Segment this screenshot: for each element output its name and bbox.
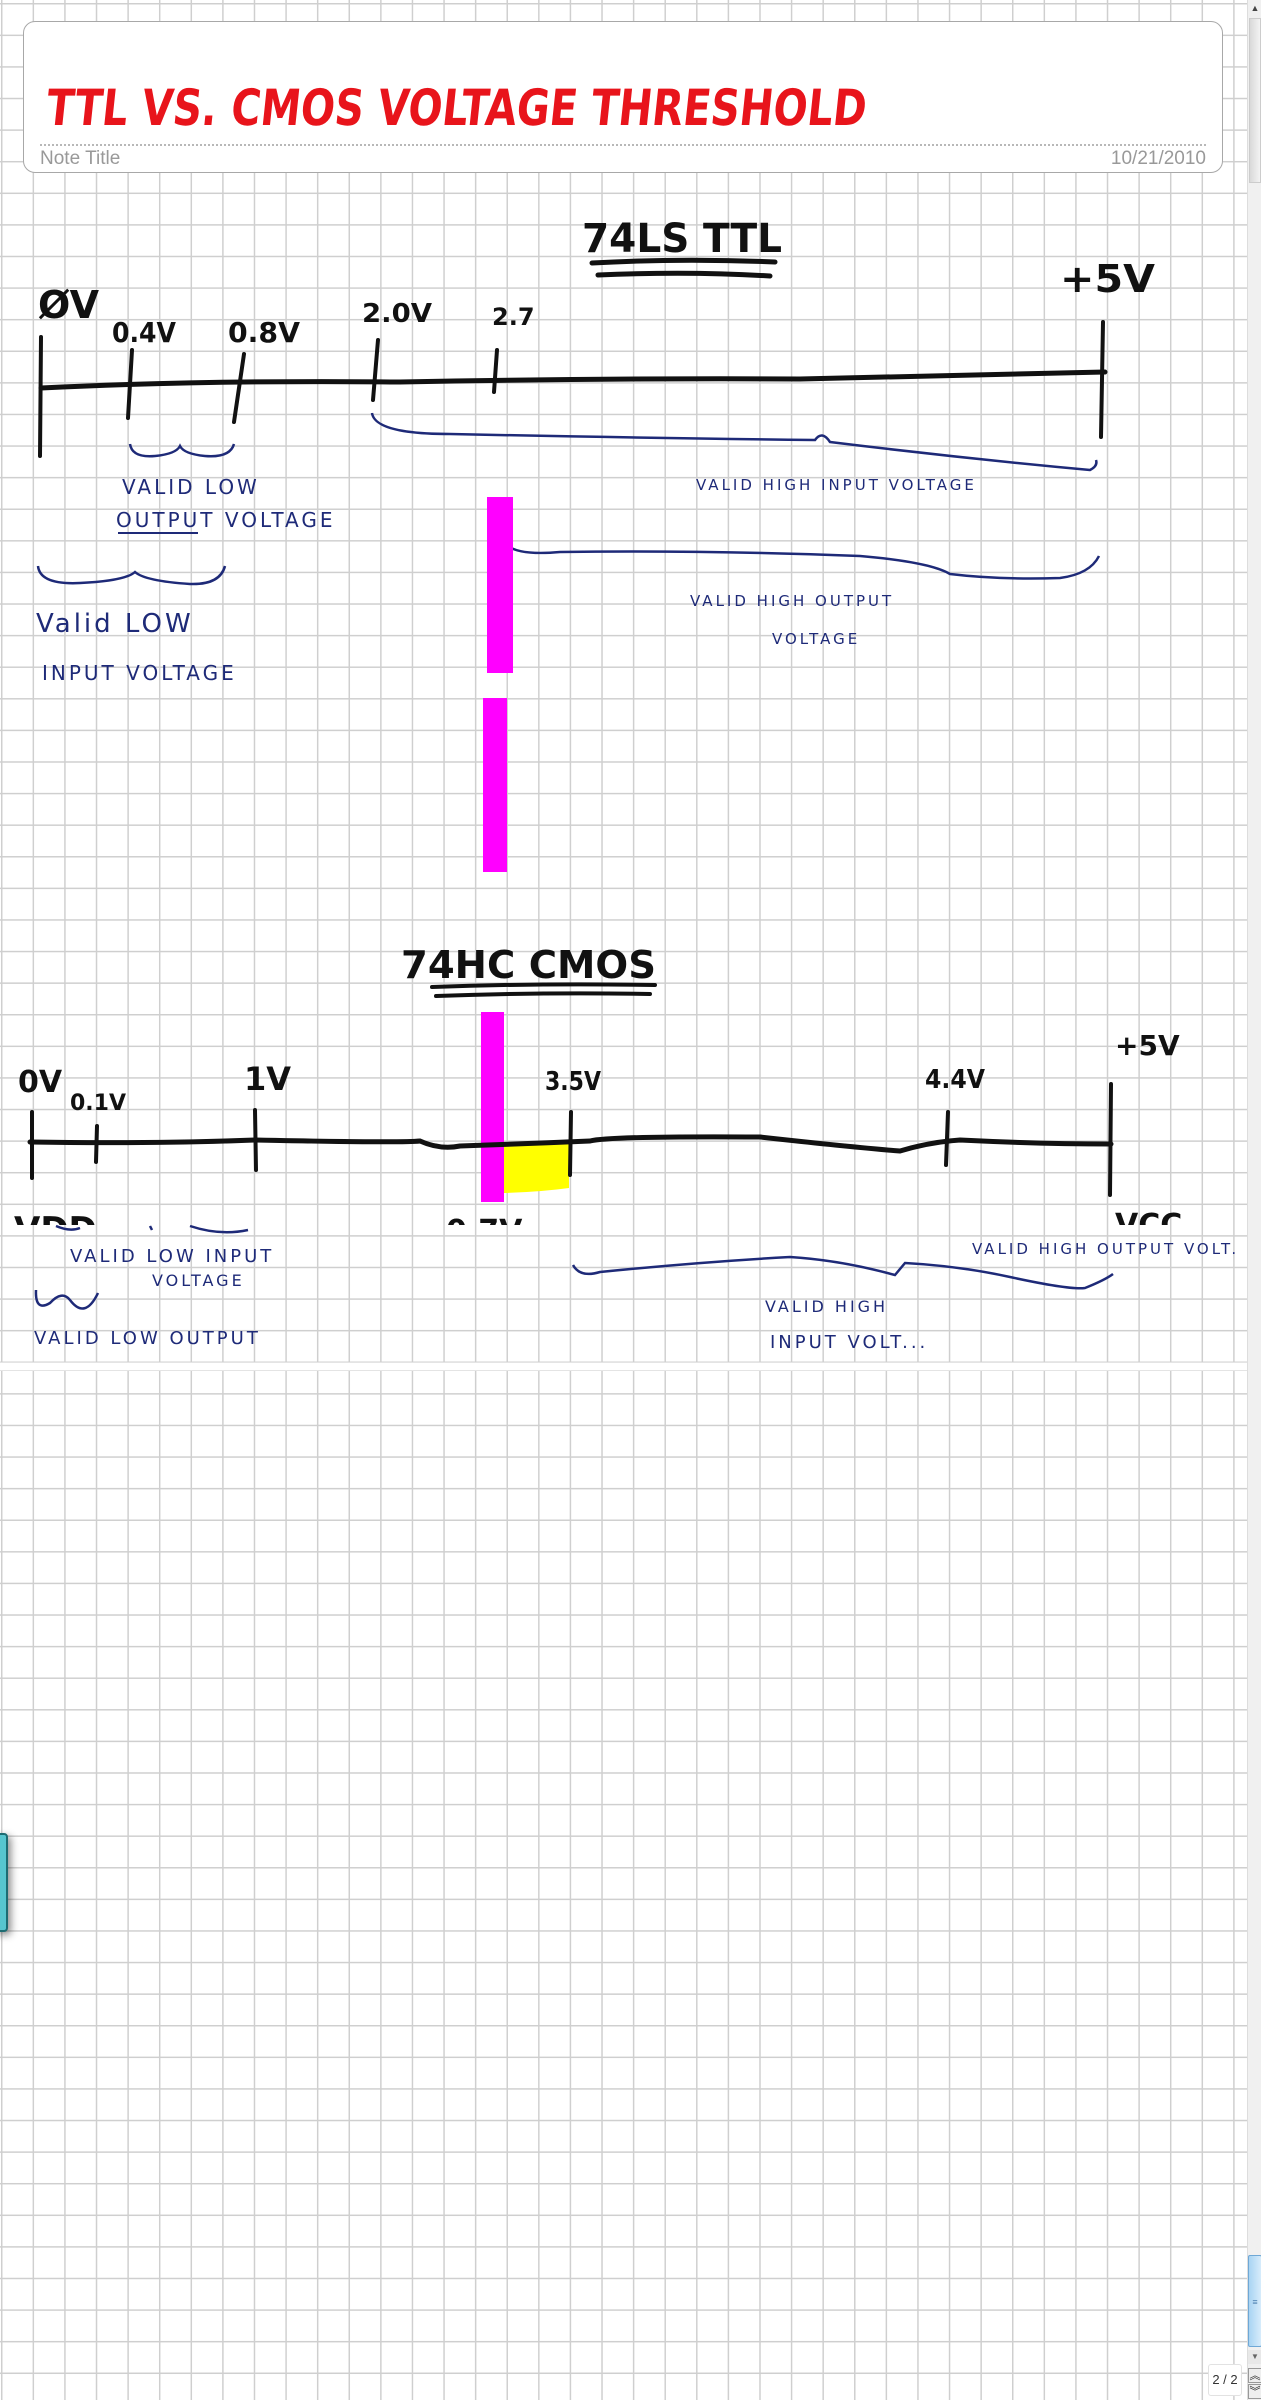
ttl-label-0.4v: 0.4V [112, 316, 176, 349]
cmos-label-0.1v: 0.1V [70, 1091, 126, 1116]
brace-high-input [571, 1255, 1114, 1290]
cmos-label-vdd: VDD [14, 1210, 97, 1250]
cmos-label-1v: 1V [244, 1060, 291, 1098]
brace-low-output [128, 443, 236, 458]
cmos-clipped-labels: VDD 0.7V VCC [14, 1208, 1182, 1250]
ttl-note-low-output-1: VALID LOW [122, 475, 260, 499]
ttl-note-high-output-1: VALID HIGH OUTPUT [690, 592, 894, 610]
cmos-note-high-input-1: VALID HIGH [765, 1297, 888, 1316]
tick-0.1v [94, 1124, 99, 1164]
tick-5v [1099, 320, 1105, 439]
brace-low-input [36, 565, 227, 586]
note-title-placeholder[interactable]: Note Title [40, 148, 121, 169]
ttl-heading: 74LS TTL [582, 216, 782, 262]
cmos-heading: 74HC CMOS [401, 943, 656, 987]
yellow-highlight [504, 1144, 569, 1193]
page-break [0, 1362, 1247, 1371]
cmos-ticks [30, 1082, 1113, 1197]
brace-low-output [34, 1289, 100, 1310]
brace-high-output [504, 542, 1101, 580]
cmos-label-vcc: VCC [1115, 1208, 1182, 1243]
cmos-label-5v: +5V [1115, 1029, 1180, 1062]
ttl-label-5v: +5V [1060, 257, 1156, 301]
brace-low-input [55, 1224, 249, 1234]
tick-5v [1108, 1082, 1113, 1197]
ttl-ticks [38, 320, 1105, 458]
cmos-label-0v: 0V [18, 1065, 63, 1100]
cmos-label-4.4v: 4.4V [925, 1065, 985, 1095]
scroll-down-arrow-icon[interactable]: ▼ [1248, 2350, 1261, 2364]
cmos-heading-underline [430, 982, 657, 998]
magenta-highlight-2 [483, 698, 507, 872]
scroll-up-arrow-icon[interactable]: ▲ [1250, 3, 1260, 13]
cmos-note-high-input-2: INPUT VOLT... [770, 1332, 928, 1353]
brace-high-input [370, 412, 1098, 472]
ttl-label-2.7v: 2.7 [492, 303, 535, 331]
ttl-label-2.0v: 2.0V [362, 299, 432, 329]
tick-2.0v [371, 338, 380, 402]
ttl-note-low-output-2: OUTPUT VOLTAGE [116, 508, 335, 532]
tick-3.5v [568, 1110, 573, 1177]
ttl-note-low-input-1: Valid LOW [36, 609, 194, 639]
ttl-note-low-input-2: INPUT VOLTAGE [42, 661, 237, 685]
ttl-label-0v: ØV [38, 283, 100, 327]
scrollbar-thumb[interactable]: ≡ [1248, 2255, 1261, 2347]
tick-1v [253, 1108, 258, 1172]
magenta-highlight-1 [487, 497, 513, 673]
ttl-note-high-input: VALID HIGH INPUT VOLTAGE [696, 476, 977, 494]
ttl-note-high-output-2: VOLTAGE [772, 630, 860, 648]
cmos-label-mid: 0.7V [446, 1214, 523, 1249]
tick-2.7v [492, 348, 499, 394]
page-indicator: 2 / 2 [1208, 2364, 1242, 2396]
tick-0.4v [126, 348, 134, 420]
side-panel-tab[interactable] [0, 1833, 8, 1932]
cmos-note-low-input-2: VOLTAGE [152, 1271, 245, 1290]
cmos-label-3.5v: 3.5V [545, 1067, 601, 1097]
cmos-note-high-output: VALID HIGH OUTPUT VOLT. [972, 1240, 1239, 1258]
previous-page-double-chevron-up-icon[interactable]: ︽ [1248, 2368, 1261, 2383]
tick-0.8v [232, 352, 246, 424]
magenta-highlight-3 [481, 1012, 504, 1202]
title-ink: TTL VS. CMOS VOLTAGE THRESHOLD [44, 78, 870, 137]
tick-4.4v [944, 1110, 950, 1167]
cmos-note-low-output: VALID LOW OUTPUT [34, 1328, 261, 1349]
tick-0v [38, 335, 43, 458]
next-page-double-chevron-down-icon[interactable]: ︾ [1248, 2384, 1261, 2399]
title-divider [40, 144, 1206, 146]
ttl-axis-line [38, 369, 1108, 391]
vertical-scrollbar[interactable]: ▲ ≡ ▼ ︽ ︾ [1247, 0, 1261, 2400]
cmos-note-low-input-1: VALID LOW INPUT [70, 1246, 274, 1267]
ttl-heading-underline [589, 257, 778, 279]
cmos-braces [34, 1224, 1114, 1310]
ttl-label-0.8v: 0.8V [228, 316, 300, 349]
cmos-clipped-notes: VALID LOW OUTPUT INPUT VOLT... [34, 1328, 928, 1353]
ttl-braces [36, 412, 1101, 586]
note-date: 10/21/2010 [1110, 148, 1206, 169]
scrollbar-track[interactable] [1249, 18, 1261, 183]
note-title-card: Note Title 10/21/2010 [23, 21, 1223, 173]
